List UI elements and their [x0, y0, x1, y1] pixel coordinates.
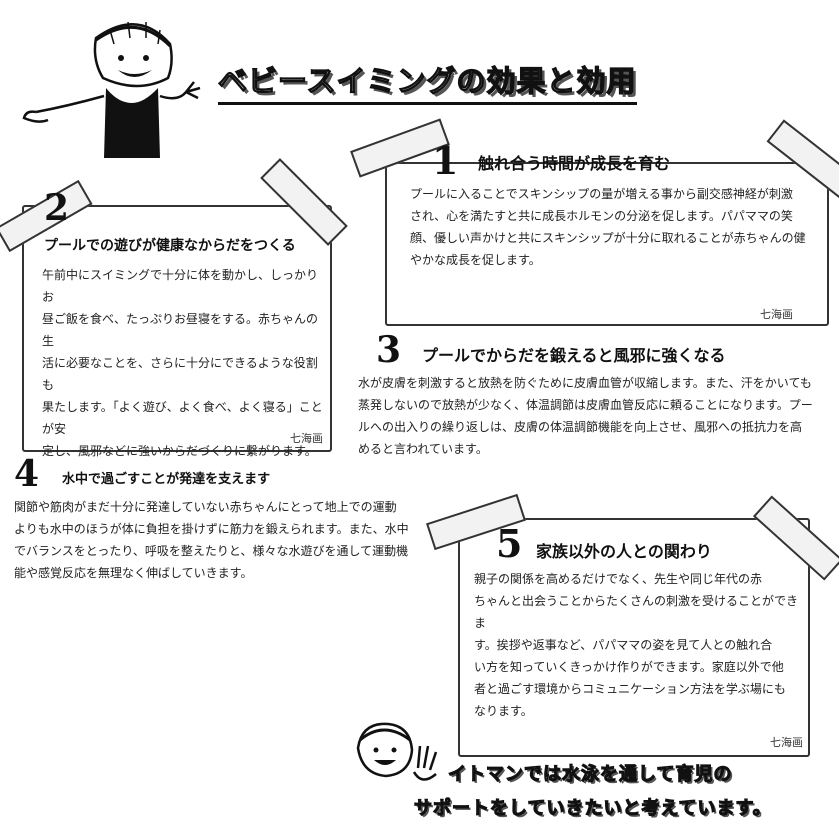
waving-mascot-illustration [356, 722, 438, 781]
signature: 七海画 [290, 432, 323, 445]
swimmer-mascot-illustration [22, 21, 201, 158]
section-heading: プールでの遊びが健康なからだをつくる [44, 238, 296, 254]
page-title: ベビースイミングの効果と効用 [217, 58, 637, 105]
section-number: 2 [44, 187, 70, 229]
signature: 七海画 [760, 308, 793, 321]
section-body: 関節や筋肉がまだ十分に発達していない赤ちゃんにとって地上での運動 よりも水中のほ… [14, 500, 409, 580]
section-heading: 家族以外の人との関わり [536, 542, 712, 561]
section-heading: 水中で過ごすことが発達を支えます [62, 472, 271, 487]
section-heading: 触れ合う時間が成長を育む [478, 154, 671, 173]
footer-line-1: イトマンでは水泳を通して育児の [447, 763, 733, 785]
section-5-card [458, 518, 810, 757]
section-number: 5 [496, 521, 523, 566]
section-body: プールに入ることでスキンシップの量が増える事から副交感神経が刺激 され、心を満た… [410, 187, 806, 267]
section-number: 3 [376, 329, 402, 371]
footer-line-2: サポートをしていきたいと考えています。 [413, 797, 772, 819]
section-body: 午前中にスイミングで十分に体を動かし、しっかりお 昼ご飯を食べ、たっぷりお昼寝を… [42, 268, 323, 458]
section-1-card [385, 162, 829, 326]
section-body: 水が皮膚を刺激すると放熱を防ぐために皮膚血管が収縮します。また、汗をかいても 蒸… [358, 376, 813, 456]
signature: 七海画 [770, 736, 803, 749]
section-2-card [22, 205, 332, 452]
section-heading: プールでからだを鍛えると風邪に強くなる [422, 346, 726, 365]
section-body: 親子の関係を高めるだけでなく、先生や同じ年代の赤 ちゃんと出会うことからたくさん… [474, 572, 799, 718]
section-number: 4 [14, 453, 40, 495]
section-number: 1 [432, 138, 459, 183]
